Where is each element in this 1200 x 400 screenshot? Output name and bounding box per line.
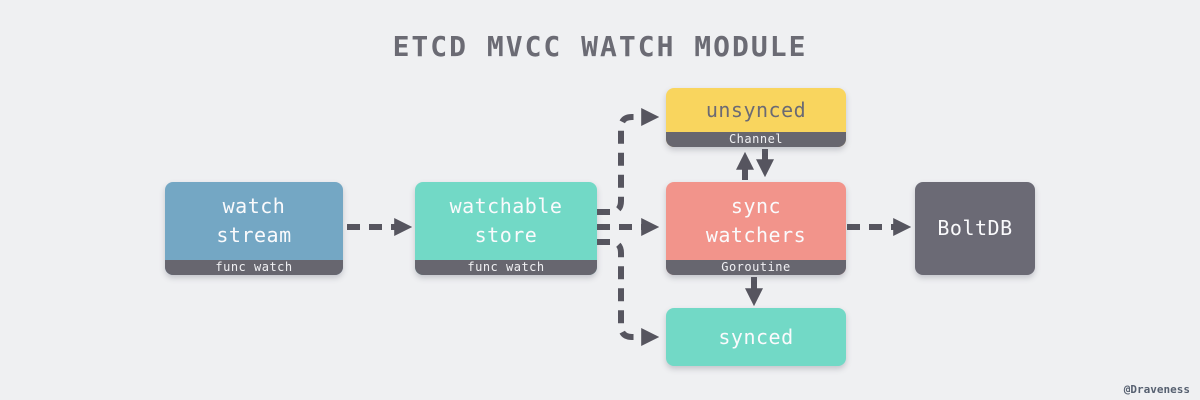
arrow-watchable-store-to-unsynced [597, 108, 660, 215]
node-unsynced-footer: Channel [666, 132, 846, 147]
node-sync-watchers: sync watchers Goroutine [666, 182, 846, 275]
node-sync-watchers-label: sync watchers [705, 194, 807, 247]
node-watch-stream: watch stream func watch [165, 182, 343, 275]
node-synced-label: synced [718, 324, 794, 349]
diagram-title: ETCD MVCC WATCH MODULE [392, 30, 808, 63]
node-watchable-store-footer: func watch [415, 260, 597, 275]
node-boltdb-label: BoltDB [937, 216, 1013, 240]
attribution: @Draveness [1123, 383, 1190, 396]
node-sync-watchers-footer: Goroutine [666, 260, 846, 275]
node-boltdb: BoltDB [915, 182, 1035, 275]
node-unsynced: unsynced Channel [666, 88, 846, 147]
node-watch-stream-label: watch stream [216, 194, 292, 247]
node-watch-stream-footer: func watch [165, 260, 343, 275]
node-watchable-store: watchable store func watch [415, 182, 597, 275]
arrow-watchable-store-to-synced [597, 239, 660, 346]
node-unsynced-label: unsynced [705, 97, 807, 122]
node-watchable-store-label: watchable store [449, 194, 563, 247]
node-synced: synced [666, 308, 846, 366]
